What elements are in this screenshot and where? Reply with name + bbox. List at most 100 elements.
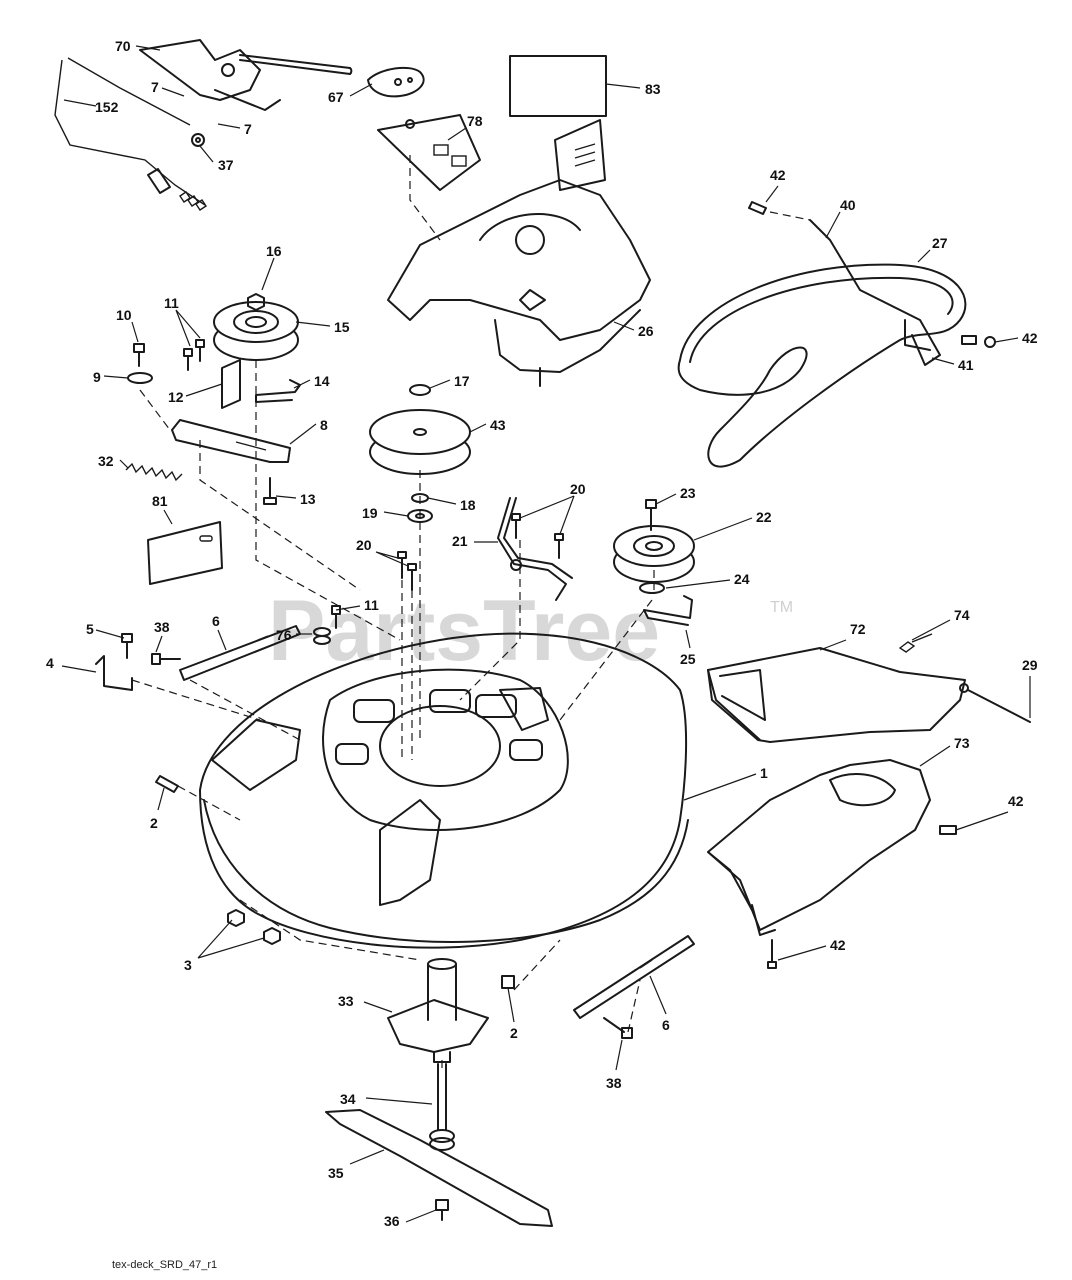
bolts-20-left (397, 551, 417, 591)
callout-29: 29 (1022, 657, 1038, 673)
knob-67 (367, 66, 425, 98)
belt-27 (677, 263, 967, 468)
callout-17: 17 (454, 373, 470, 389)
bolt-2-bottom (501, 975, 515, 989)
callout-35: 35 (328, 1165, 344, 1181)
callout-labels: 70 7 7 152 37 67 83 78 42 40 27 42 41 16… (46, 38, 1038, 1229)
callout-152: 152 (95, 99, 119, 115)
callout-11b: 11 (364, 597, 379, 613)
callout-34: 34 (340, 1091, 356, 1107)
callout-6b: 6 (662, 1017, 670, 1033)
callout-41: 41 (958, 357, 974, 373)
callout-78: 78 (467, 113, 483, 129)
callout-24: 24 (734, 571, 750, 587)
washer-37 (191, 133, 205, 147)
callout-4: 4 (46, 655, 54, 671)
bracket-12 (221, 359, 241, 409)
bracket-14 (255, 379, 301, 403)
idler-arm-8 (171, 419, 291, 463)
bushing-76 (313, 627, 331, 645)
cable-152 (54, 57, 207, 211)
idler-pulley-15 (213, 301, 299, 361)
leader-lines (61, 45, 1031, 1223)
callout-2b: 2 (510, 1025, 518, 1041)
callout-20a: 20 (570, 481, 586, 497)
pulley-43 (369, 409, 471, 475)
callout-73: 73 (954, 735, 970, 751)
callout-27: 27 (932, 235, 948, 251)
callout-22: 22 (756, 509, 772, 525)
spacer-24 (639, 582, 665, 594)
watermark-tm: TM (770, 599, 793, 616)
bolt-11-lower (331, 605, 341, 629)
callout-33: 33 (338, 993, 354, 1009)
callout-15: 15 (334, 319, 350, 335)
rod-29 (959, 683, 1031, 723)
bolt-10 (133, 343, 145, 367)
callout-42b: 42 (1022, 330, 1038, 346)
callout-7b: 7 (244, 121, 252, 137)
callout-21: 21 (452, 533, 468, 549)
lift-lever-assembly (139, 39, 353, 111)
link-6-bottom (573, 935, 695, 1019)
callout-20b: 20 (356, 537, 372, 553)
bolt-2-left (155, 775, 179, 793)
callout-42c: 42 (1008, 793, 1024, 809)
callout-72: 72 (850, 621, 866, 637)
callout-9: 9 (93, 369, 101, 385)
decal-78 (377, 114, 481, 191)
callout-40: 40 (840, 197, 856, 213)
nut-17 (409, 384, 431, 396)
idler-arm-21 (497, 497, 573, 601)
chute-73 (707, 759, 931, 936)
decal-81 (147, 521, 223, 585)
bolt-42-chute (939, 825, 957, 835)
watermark-text: PartsTree (268, 583, 660, 679)
callout-1: 1 (760, 765, 768, 781)
bolt-38-bottom (603, 1017, 633, 1039)
callout-18: 18 (460, 497, 476, 513)
idler-pulley-22 (613, 525, 695, 583)
callout-32: 32 (98, 453, 114, 469)
spindle-shaft-34 (429, 1063, 455, 1151)
blade-35 (325, 1109, 553, 1227)
bolt-38-left (151, 653, 181, 665)
bolts-11 (183, 339, 205, 371)
callout-81: 81 (152, 493, 168, 509)
callout-16: 16 (266, 243, 282, 259)
callout-74: 74 (954, 607, 970, 623)
callout-10: 10 (116, 307, 132, 323)
callout-36: 36 (384, 1213, 400, 1229)
mower-deck-1 (199, 632, 689, 949)
washer-9 (127, 372, 153, 384)
clip-74 (898, 633, 933, 653)
callout-38b: 38 (606, 1075, 622, 1091)
callout-13: 13 (300, 491, 316, 507)
callout-7a: 7 (151, 79, 159, 95)
bolt-42-top (748, 201, 767, 215)
callout-70: 70 (115, 38, 131, 54)
callout-83: 83 (645, 81, 661, 97)
spring-32 (125, 462, 183, 482)
callout-5: 5 (86, 621, 94, 637)
callout-25: 25 (680, 651, 696, 667)
bracket-25 (643, 595, 693, 626)
bolt-13 (263, 477, 277, 505)
assembly-lines (131, 155, 811, 1070)
callout-11a: 11 (164, 295, 179, 311)
callout-8: 8 (320, 417, 328, 433)
callout-14: 14 (314, 373, 330, 389)
callout-19: 19 (362, 505, 378, 521)
callout-42a: 42 (770, 167, 786, 183)
callout-2a: 2 (150, 815, 158, 831)
callout-3: 3 (184, 957, 192, 973)
bracket-4 (95, 655, 133, 691)
callout-67: 67 (328, 89, 344, 105)
chute-72 (707, 647, 966, 743)
callout-43: 43 (490, 417, 506, 433)
callout-26: 26 (638, 323, 654, 339)
callout-42d: 42 (830, 937, 846, 953)
nut-16 (247, 293, 265, 311)
callout-12: 12 (168, 389, 184, 405)
